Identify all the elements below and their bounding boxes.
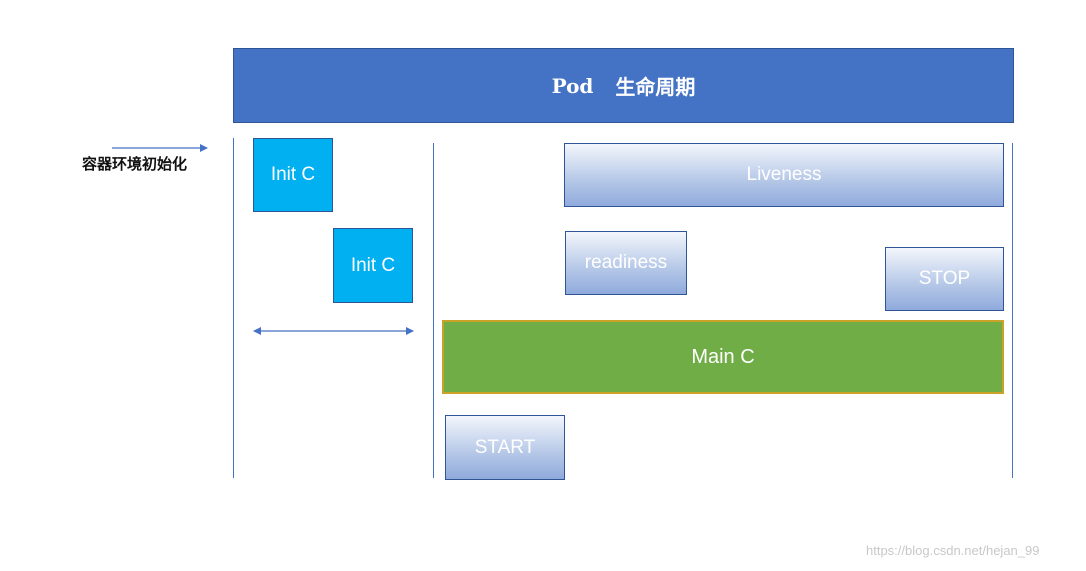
header-title-en: Pod: [551, 73, 594, 98]
liveness-probe-box: Liveness: [564, 143, 1004, 207]
left-boundary-line: [233, 138, 234, 478]
header-title-cn: 生命周期: [615, 75, 696, 99]
main-container-bar: Main C: [442, 320, 1004, 394]
pod-lifecycle-header: Pod 生命周期: [233, 48, 1014, 123]
start-hook-box: START: [445, 415, 565, 480]
stop-label: STOP: [918, 268, 971, 289]
init-main-divider-line: [433, 143, 434, 478]
start-label: START: [474, 436, 536, 458]
readiness-probe-box: readiness: [565, 231, 687, 295]
init-container-2: Init C: [333, 228, 413, 303]
main-container-label: Main C: [691, 345, 755, 368]
init-container-1-label: Init C: [270, 164, 316, 185]
liveness-label: Liveness: [746, 164, 822, 185]
csdn-watermark: https://blog.csdn.net/hejan_99: [866, 543, 1040, 558]
stop-hook-box: STOP: [885, 247, 1004, 311]
right-boundary-line: [1012, 143, 1013, 478]
container-env-init-label: 容器环境初始化: [82, 155, 188, 173]
init-container-1: Init C: [253, 138, 333, 212]
init-container-2-label: Init C: [350, 254, 396, 276]
readiness-label: readiness: [584, 252, 668, 273]
